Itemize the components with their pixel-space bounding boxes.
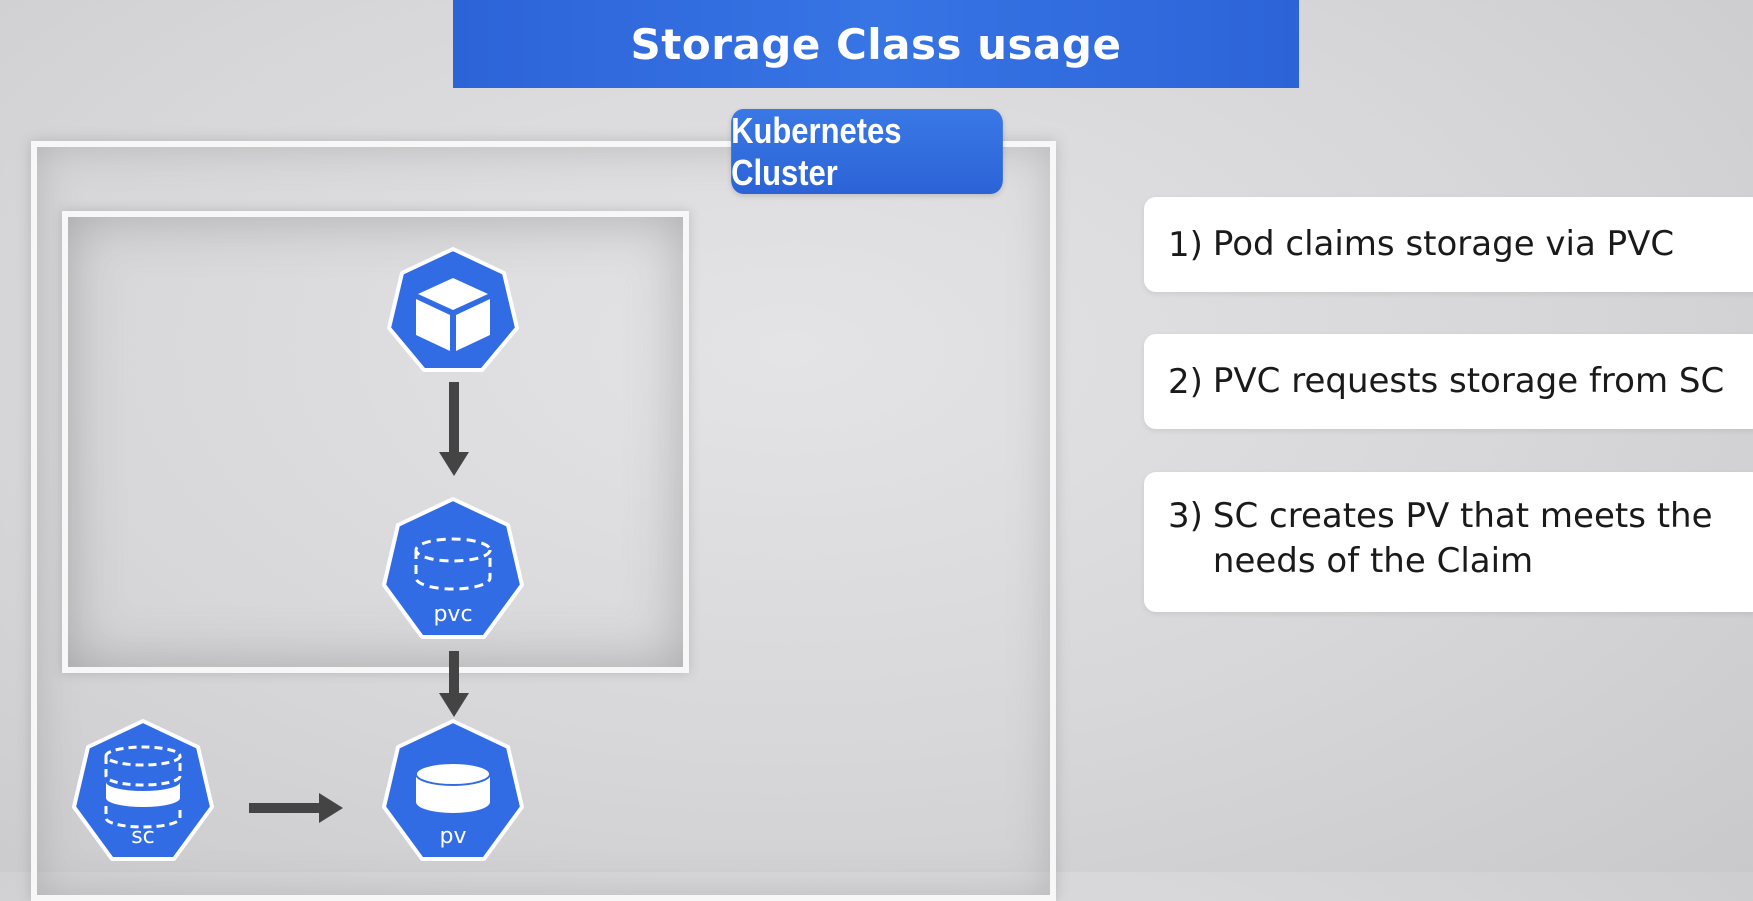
- storage-class-icon: [72, 719, 214, 861]
- page-title: Storage Class usage: [453, 0, 1299, 88]
- step-3-text: SC creates PV that meets the needs of th…: [1212, 496, 1713, 581]
- arrow-pvc-to-pv: [439, 651, 469, 717]
- step-2-text: PVC requests storage from SC: [1212, 361, 1725, 401]
- step-1-number: 1): [1168, 224, 1203, 265]
- step-3-card: 3) SC creates PV that meets the needs of…: [1144, 472, 1753, 612]
- pvc-caption: pvc: [433, 602, 473, 627]
- sc-caption: sc: [131, 824, 155, 849]
- step-1-text: Pod claims storage via PVC: [1212, 224, 1675, 264]
- step-3-number: 3): [1168, 496, 1203, 536]
- step-1-card: 1) Pod claims storage via PVC: [1144, 197, 1753, 292]
- step-2-card: 2) PVC requests storage from SC: [1144, 334, 1753, 429]
- pv-caption: pv: [439, 824, 467, 849]
- arrow-sc-to-pv: [249, 793, 343, 823]
- cluster-label: Kubernetes Cluster: [731, 109, 1003, 194]
- step-2-number: 2): [1168, 361, 1203, 402]
- pv-icon: [382, 719, 524, 861]
- cube-icon: [387, 247, 519, 372]
- namespace-box: [62, 211, 689, 673]
- pvc-icon: [382, 497, 524, 639]
- arrow-pod-to-pvc: [439, 382, 469, 476]
